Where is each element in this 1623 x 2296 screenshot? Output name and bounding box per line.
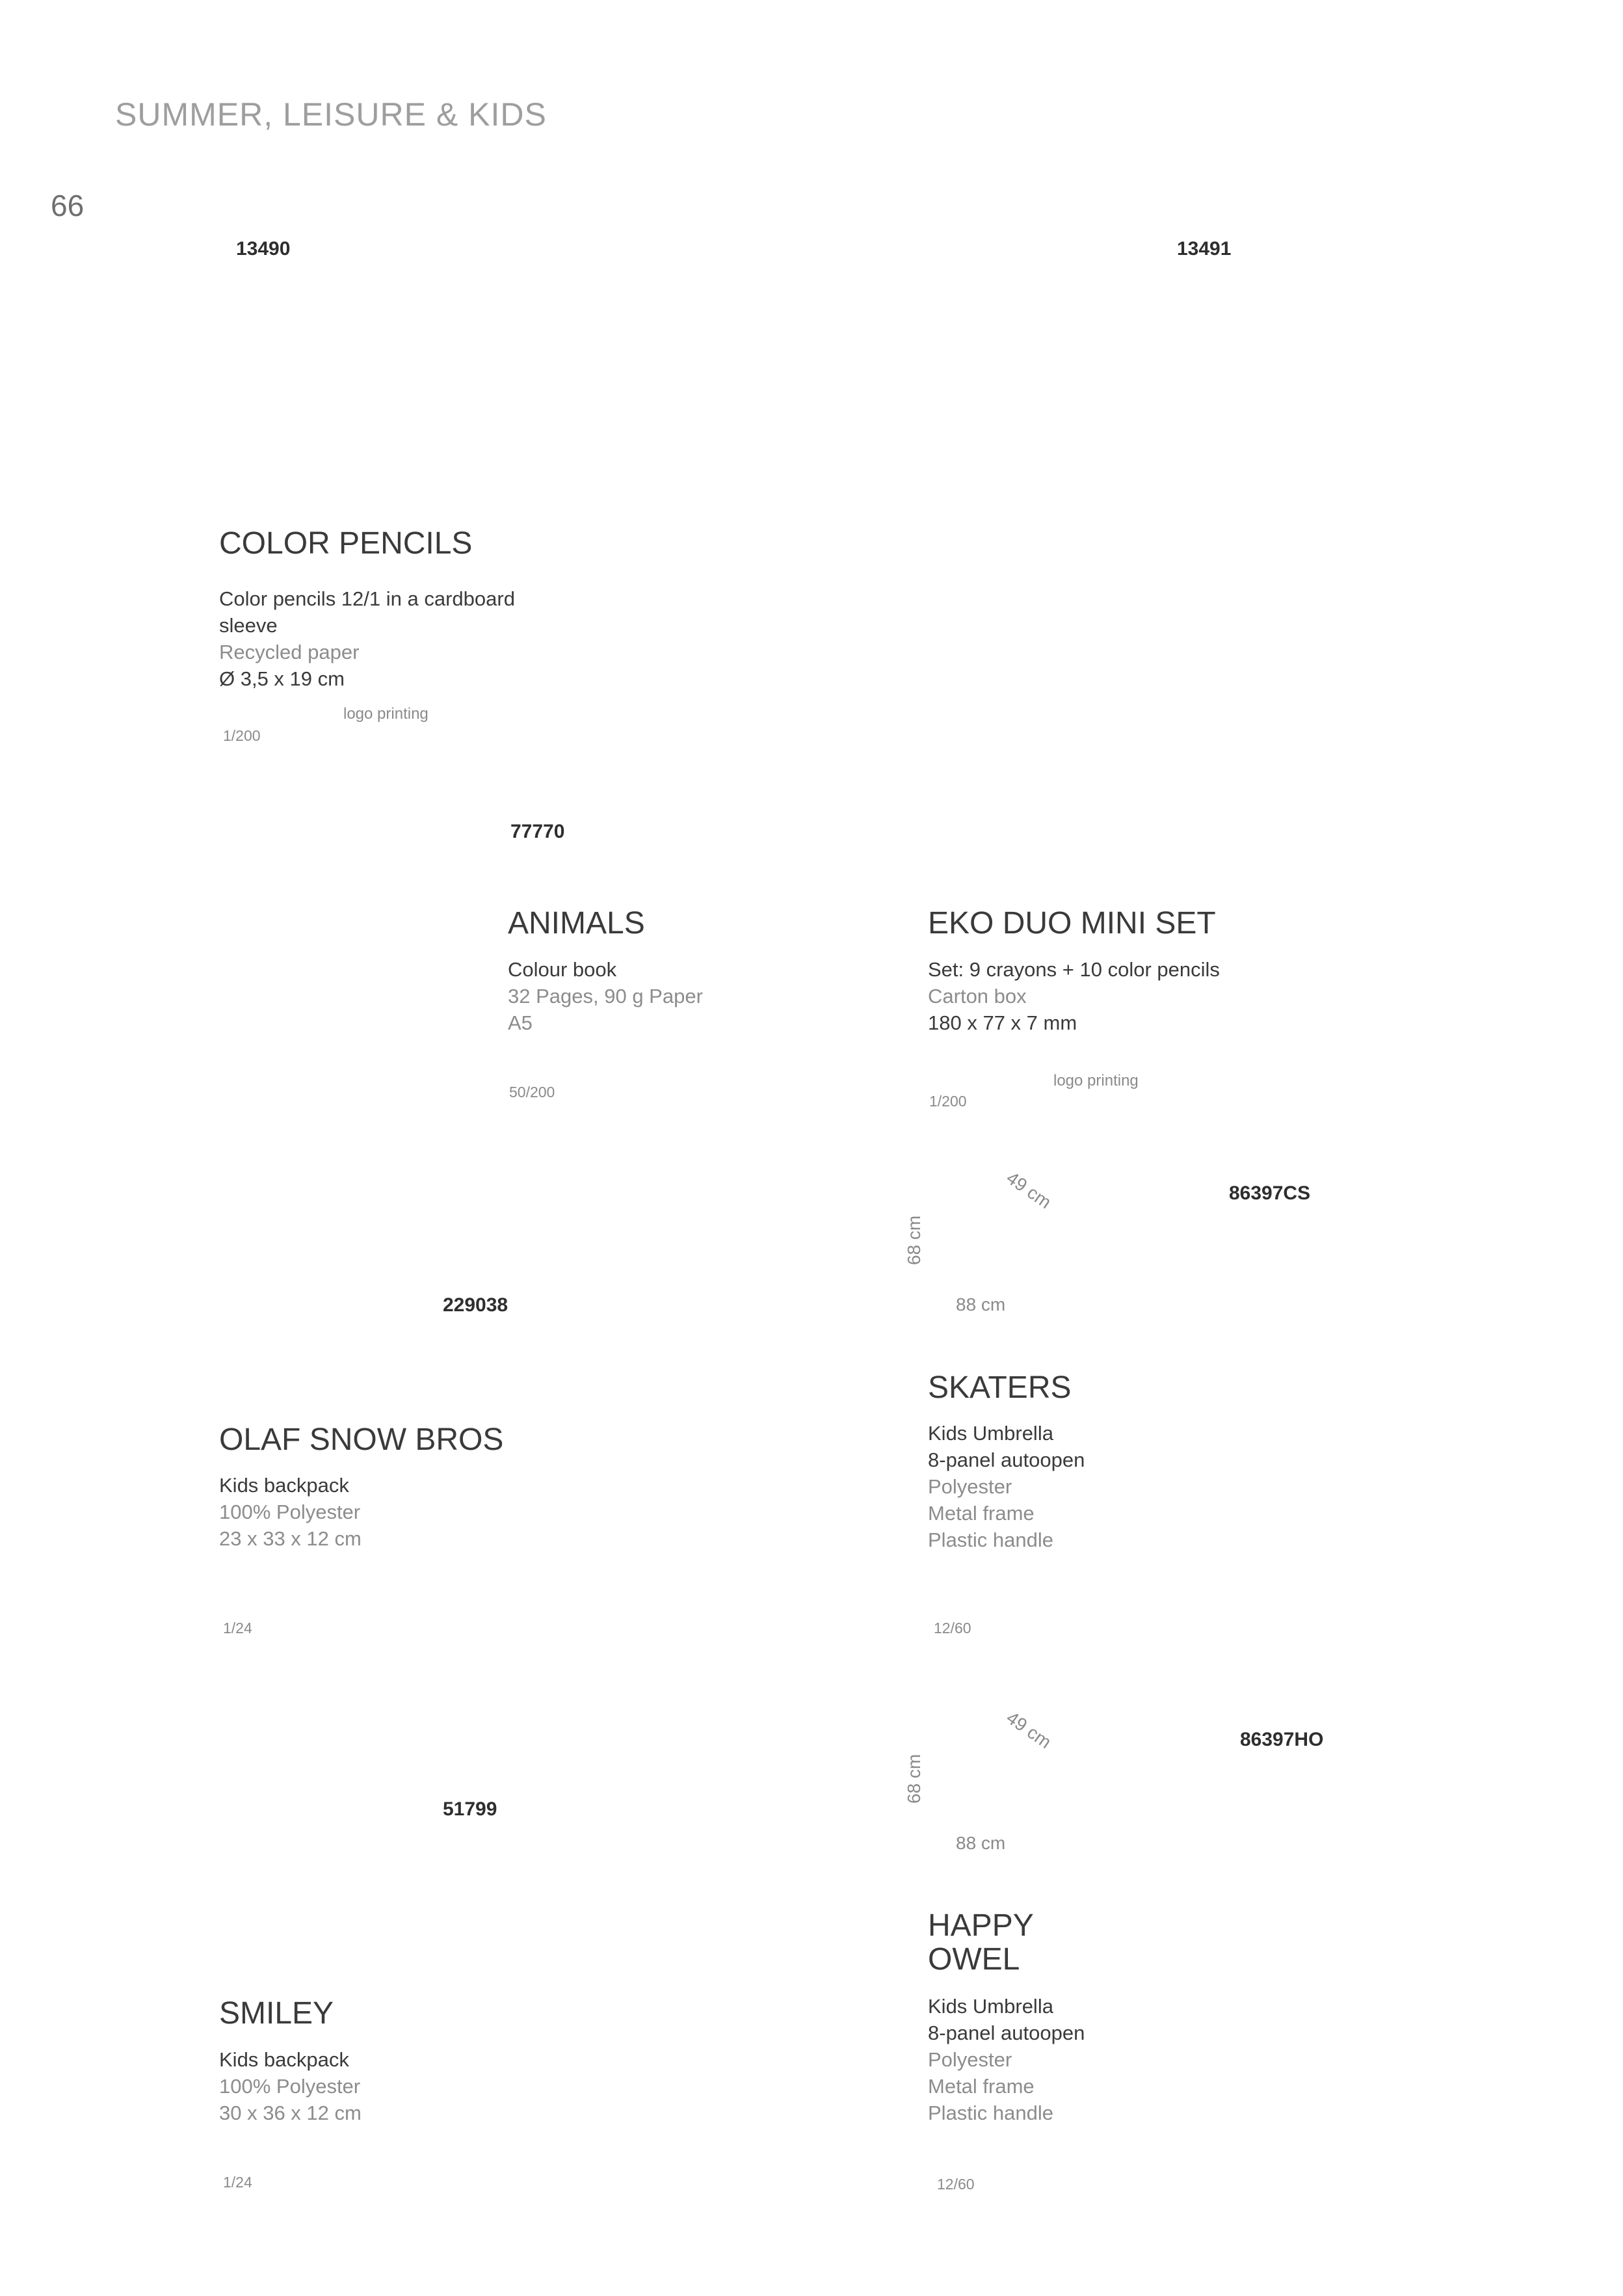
description-line: Plastic handle bbox=[928, 1528, 1054, 1551]
logo-printing-note: logo printing bbox=[1053, 1072, 1139, 1089]
product-code: 86397CS bbox=[1229, 1182, 1311, 1204]
description-line: 30 x 36 x 12 cm bbox=[219, 2102, 362, 2124]
product-description: Kids backpack 100% Polyester 30 x 36 x 1… bbox=[219, 2046, 362, 2126]
description-line: Polyester bbox=[928, 1475, 1012, 1498]
page-number: 66 bbox=[51, 189, 85, 222]
description-line: Kids backpack bbox=[219, 1474, 349, 1497]
description-line: 8-panel autoopen bbox=[928, 1448, 1085, 1471]
section-title: SUMMER, LEISURE & KIDS bbox=[115, 96, 547, 133]
product-title: HAPPY OWEL bbox=[928, 1909, 1034, 1977]
product-description: Kids Umbrella 8-panel autoopen Polyester… bbox=[928, 1993, 1085, 2126]
description-line: Colour book bbox=[508, 958, 617, 981]
description-line: 32 Pages, 90 g Paper bbox=[508, 985, 703, 1008]
description-line: Plastic handle bbox=[928, 2102, 1054, 2124]
product-title: OLAF SNOW BROS bbox=[219, 1422, 504, 1457]
description-line: sleeve bbox=[219, 614, 278, 637]
packing-quantity: 12/60 bbox=[937, 2176, 975, 2193]
product-description: Kids Umbrella 8-panel autoopen Polyester… bbox=[928, 1420, 1085, 1553]
description-line: Metal frame bbox=[928, 2075, 1035, 2098]
description-line: 8-panel autoopen bbox=[928, 2022, 1085, 2044]
description-line: 100% Polyester bbox=[219, 2075, 361, 2098]
diagonal-dimension: 49 cm bbox=[1003, 1707, 1055, 1753]
product-code: 229038 bbox=[443, 1294, 508, 1316]
packing-quantity: 12/60 bbox=[934, 1620, 971, 1636]
description-line: Carton box bbox=[928, 985, 1027, 1008]
packing-quantity: 1/200 bbox=[929, 1093, 967, 1110]
diagonal-dimension: 49 cm bbox=[1003, 1168, 1055, 1213]
product-title: SKATERS bbox=[928, 1370, 1072, 1405]
product-title: ANIMALS bbox=[508, 906, 645, 941]
description-line: 180 x 77 x 7 mm bbox=[928, 1011, 1077, 1034]
description-line: Polyester bbox=[928, 2048, 1012, 2071]
product-description: Color pencils 12/1 in a cardboard sleeve… bbox=[219, 585, 515, 692]
description-line: Kids Umbrella bbox=[928, 1422, 1053, 1445]
title-line: HAPPY bbox=[928, 1908, 1034, 1943]
product-code: 77770 bbox=[510, 821, 565, 842]
packing-quantity: 1/24 bbox=[223, 2174, 252, 2191]
product-description: Colour book 32 Pages, 90 g Paper A5 bbox=[508, 956, 703, 1036]
product-title: SMILEY bbox=[219, 1996, 334, 2031]
description-line: 100% Polyester bbox=[219, 1501, 361, 1523]
description-line: A5 bbox=[508, 1011, 533, 1034]
description-line: Kids backpack bbox=[219, 2048, 349, 2071]
product-code: 86397HO bbox=[1240, 1729, 1324, 1750]
product-code: 13490 bbox=[236, 238, 291, 260]
description-line: Recycled paper bbox=[219, 641, 360, 663]
product-description: Kids backpack 100% Polyester 23 x 33 x 1… bbox=[219, 1472, 362, 1552]
description-line: Color pencils 12/1 in a cardboard bbox=[219, 587, 515, 610]
packing-quantity: 1/24 bbox=[223, 1620, 252, 1636]
description-line: Set: 9 crayons + 10 color pencils bbox=[928, 958, 1220, 981]
packing-quantity: 1/200 bbox=[223, 727, 261, 744]
description-line: Metal frame bbox=[928, 1502, 1035, 1525]
product-code: 51799 bbox=[443, 1798, 497, 1820]
packing-quantity: 50/200 bbox=[509, 1084, 555, 1101]
width-dimension: 88 cm bbox=[956, 1294, 1006, 1315]
description-line: Kids Umbrella bbox=[928, 1995, 1053, 2018]
description-line: Ø 3,5 x 19 cm bbox=[219, 667, 345, 690]
product-description: Set: 9 crayons + 10 color pencils Carton… bbox=[928, 956, 1220, 1036]
product-title: EKO DUO MINI SET bbox=[928, 906, 1216, 941]
title-line: OWEL bbox=[928, 1942, 1020, 1977]
height-dimension: 68 cm bbox=[904, 1215, 924, 1265]
description-line: 23 x 33 x 12 cm bbox=[219, 1527, 362, 1550]
height-dimension: 68 cm bbox=[904, 1754, 924, 1804]
width-dimension: 88 cm bbox=[956, 1833, 1006, 1853]
product-title: COLOR PENCILS bbox=[219, 526, 473, 561]
product-code: 13491 bbox=[1177, 238, 1232, 260]
logo-printing-note: logo printing bbox=[343, 705, 429, 723]
